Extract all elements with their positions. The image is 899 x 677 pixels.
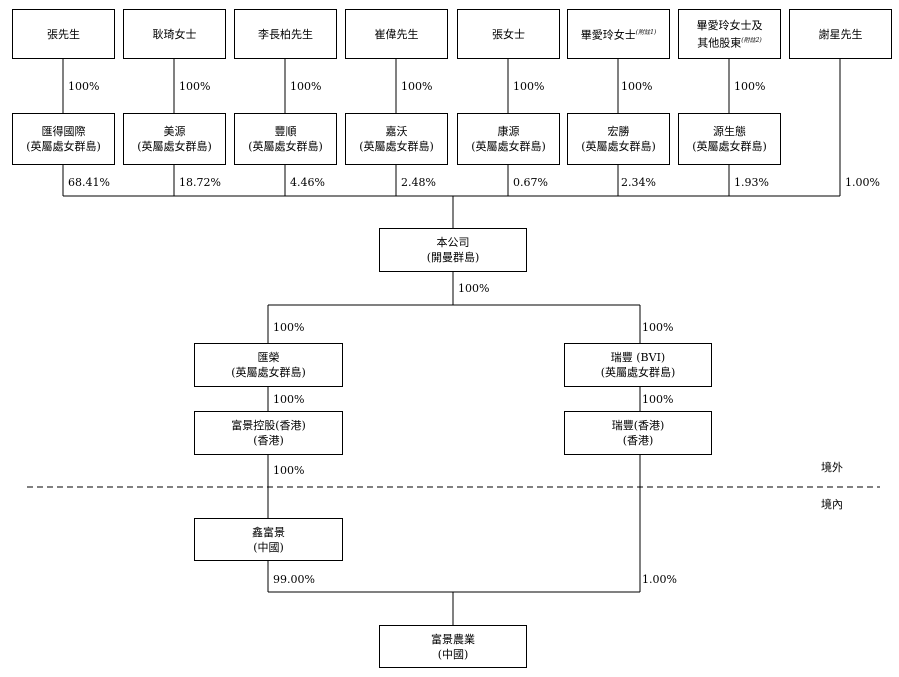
- ownership-pct: 100%: [458, 282, 490, 295]
- company-place: (中國): [437, 647, 469, 661]
- company-place: (香港): [622, 434, 654, 447]
- company-name: 美源: [163, 125, 186, 138]
- ownership-pct: 1.00%: [642, 573, 677, 586]
- company-name: 源生態: [713, 125, 746, 138]
- shareholding-pct: 2.34%: [621, 176, 656, 189]
- company-name: 匯得國際: [41, 125, 86, 138]
- ownership-pct: 100%: [179, 80, 211, 93]
- bvi-company-box: 宏勝 (英屬處女群島): [567, 113, 670, 165]
- bvi-company-box: 康源 (英屬處女群島): [457, 113, 560, 165]
- subsidiary-box: 瑞豐(香港) (香港): [564, 411, 712, 455]
- owner-box: 耿琦女士: [123, 9, 226, 59]
- owner-name: 張先生: [47, 27, 80, 41]
- owner-name: 耿琦女士: [152, 27, 197, 41]
- ownership-pct: 100%: [290, 80, 322, 93]
- owner-box: 畢愛玲女士及 其他股東(附註2): [678, 9, 781, 59]
- owner-name: 李長柏先生: [258, 27, 313, 41]
- company-name: 康源: [497, 125, 520, 138]
- ownership-pct: 100%: [642, 321, 674, 334]
- company-name: 鑫富景: [252, 525, 285, 539]
- shareholding-pct: 0.67%: [513, 176, 548, 189]
- owner-box: 李長柏先生: [234, 9, 337, 59]
- company-place: (英屬處女群島): [471, 140, 546, 153]
- company-box: 本公司 (開曼群島): [379, 228, 527, 272]
- owner-box: 張先生: [12, 9, 115, 59]
- owner-name: 張女士: [492, 27, 525, 41]
- shareholding-pct: 4.46%: [290, 176, 325, 189]
- onshore-label: 境內: [821, 498, 843, 511]
- ownership-pct: 99.00%: [273, 573, 315, 586]
- subsidiary-box: 富景控股(香港) (香港): [194, 411, 343, 455]
- company-place: (英屬處女群島): [137, 140, 212, 153]
- bvi-company-box: 嘉沃 (英屬處女群島): [345, 113, 448, 165]
- bvi-company-box: 源生態 (英屬處女群島): [678, 113, 781, 165]
- owner-box: 畢愛玲女士(附註1): [567, 9, 670, 59]
- subsidiary-box: 鑫富景 (中國): [194, 518, 343, 561]
- bvi-company-box: 美源 (英屬處女群島): [123, 113, 226, 165]
- ownership-pct: 100%: [513, 80, 545, 93]
- company-place: (英屬處女群島): [581, 140, 656, 153]
- company-place: (英屬處女群島): [600, 366, 676, 379]
- shareholding-pct: 68.41%: [68, 176, 110, 189]
- ownership-pct: 100%: [734, 80, 766, 93]
- operating-company-box: 富景農業 (中國): [379, 625, 527, 668]
- ownership-pct: 100%: [273, 321, 305, 334]
- company-place: (中國): [253, 540, 284, 554]
- company-name: 匯榮: [257, 351, 280, 364]
- bvi-company-box: 匯得國際 (英屬處女群島): [12, 113, 115, 165]
- company-name: 豐順: [274, 125, 297, 138]
- bvi-company-box: 豐順 (英屬處女群島): [234, 113, 337, 165]
- owner-name: 謝星先生: [818, 27, 863, 41]
- subsidiary-box: 瑞豐 (BVI) (英屬處女群島): [564, 343, 712, 387]
- subsidiary-box: 匯榮 (英屬處女群島): [194, 343, 343, 387]
- owner-name: 畢愛玲女士及: [696, 18, 763, 32]
- company-name: 瑞豐(香港): [611, 419, 665, 432]
- owner-name-line2: 其他股東: [697, 36, 742, 50]
- company-name: 宏勝: [607, 125, 630, 138]
- owner-note: (附註1): [635, 29, 657, 37]
- company-place: (香港): [253, 434, 284, 447]
- company-name: 富景控股(香港): [231, 419, 306, 432]
- owner-box: 謝星先生: [789, 9, 892, 59]
- owner-box: 張女士: [457, 9, 560, 59]
- ownership-pct: 100%: [401, 80, 433, 93]
- shareholding-pct: 1.00%: [845, 176, 880, 189]
- ownership-pct: 100%: [68, 80, 100, 93]
- company-place: (英屬處女群島): [231, 366, 306, 379]
- company-place: (英屬處女群島): [248, 140, 323, 153]
- shareholding-pct: 2.48%: [401, 176, 436, 189]
- company-name: 嘉沃: [385, 125, 408, 138]
- company-place: (英屬處女群島): [692, 140, 767, 153]
- company-place: (英屬處女群島): [359, 140, 434, 153]
- shareholding-pct: 1.93%: [734, 176, 769, 189]
- company-place: (英屬處女群島): [26, 140, 101, 153]
- owner-name: 崔偉先生: [374, 27, 419, 41]
- shareholding-pct: 18.72%: [179, 176, 221, 189]
- company-name: 本公司: [436, 236, 470, 249]
- owner-box: 崔偉先生: [345, 9, 448, 59]
- ownership-pct: 100%: [621, 80, 653, 93]
- company-name: 瑞豐 (BVI): [610, 351, 666, 364]
- owner-note: (附註2): [741, 36, 762, 44]
- offshore-label: 境外: [821, 461, 843, 474]
- ownership-pct: 100%: [642, 393, 674, 406]
- ownership-pct: 100%: [273, 393, 305, 406]
- ownership-pct: 100%: [273, 464, 305, 477]
- company-place: (開曼群島): [426, 251, 480, 264]
- owner-name: 畢愛玲女士: [580, 28, 636, 42]
- company-name: 富景農業: [431, 632, 475, 646]
